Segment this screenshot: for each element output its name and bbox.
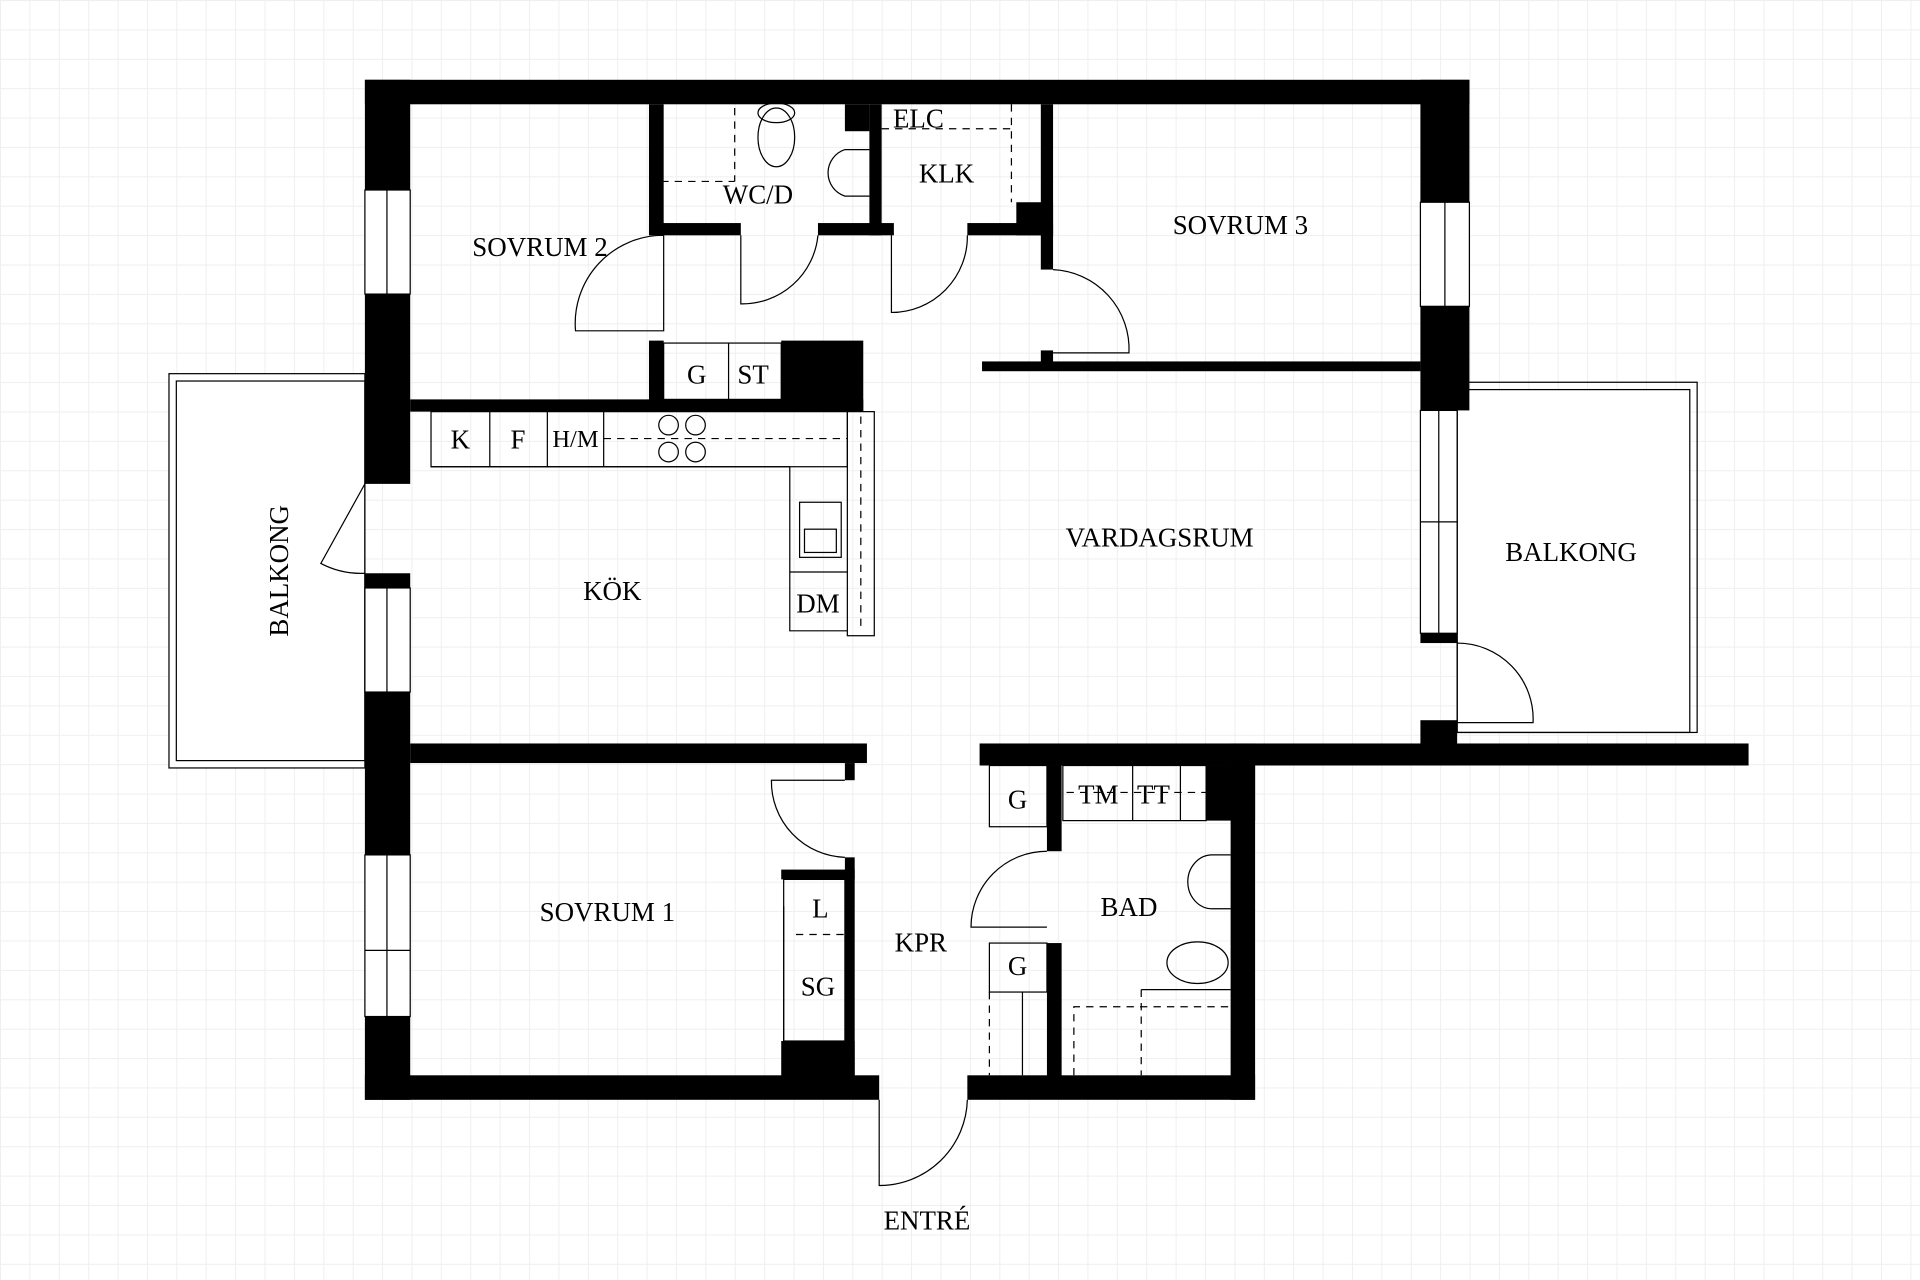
label-st: ST: [737, 359, 768, 389]
room-label-sovrum1: SOVRUM 1: [540, 897, 675, 927]
room-label-bad: BAD: [1101, 892, 1158, 922]
room-label-wcd: WC/D: [723, 179, 793, 209]
label-hm: H/M: [552, 426, 598, 453]
label-tt: TT: [1137, 779, 1170, 809]
label-sg: SG: [801, 972, 835, 1002]
label-g-hall-2: G: [1008, 951, 1027, 981]
label-entre: ENTRÉ: [884, 1206, 971, 1236]
room-label-elc: ELC: [893, 104, 944, 134]
balcony-left: [168, 373, 366, 769]
label-tm: TM: [1078, 779, 1118, 809]
room-label-kpr: KPR: [895, 928, 947, 958]
room-label-sovrum3: SOVRUM 3: [1173, 210, 1308, 240]
room-label-kok: KÖK: [583, 576, 642, 606]
room-label-balkong-left: BALKONG: [264, 505, 294, 637]
label-f: F: [510, 424, 525, 454]
fixtures: [430, 102, 1231, 1076]
room-label-vardagsrum: VARDAGSRUM: [1066, 522, 1254, 552]
room-label-klk: KLK: [919, 159, 975, 189]
doors: [319, 234, 1534, 1187]
windows: [364, 189, 1470, 1018]
label-k: K: [451, 424, 471, 454]
walls: [364, 79, 1749, 1100]
label-l: L: [812, 893, 828, 923]
room-label-sovrum2: SOVRUM 2: [472, 232, 607, 262]
room-label-balkong-right: BALKONG: [1505, 537, 1637, 567]
balcony-right: [1456, 388, 1691, 734]
label-g-storage: G: [687, 359, 706, 389]
label-g-hall: G: [1008, 784, 1027, 814]
label-dm: DM: [796, 588, 839, 618]
